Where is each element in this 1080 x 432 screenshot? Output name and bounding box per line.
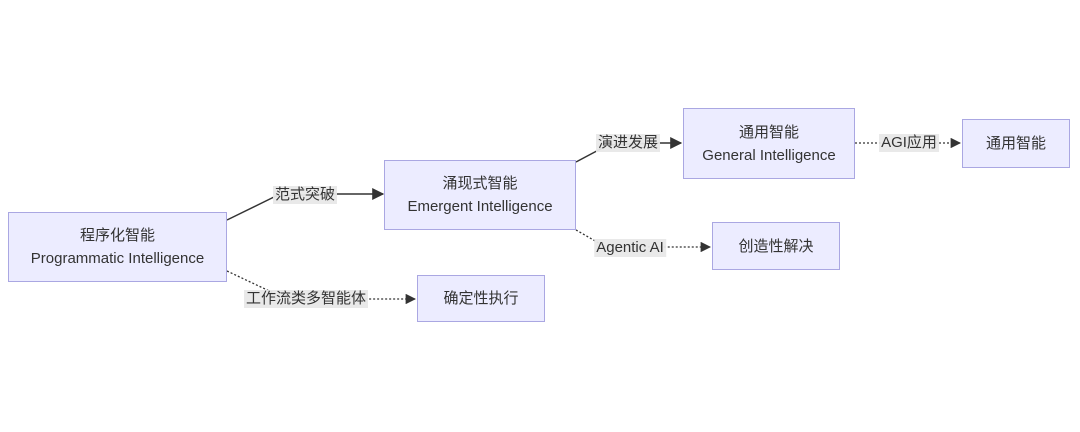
node-deterministic-execution: 确定性执行 xyxy=(417,275,545,322)
node-title: 确定性执行 xyxy=(443,290,519,307)
node-title: 通用智能 xyxy=(985,135,1046,152)
edge-label-paradigm-breakthrough: 范式突破 xyxy=(272,186,338,204)
node-programmatic-intelligence: 程序化智能 Programmatic Intelligence xyxy=(8,212,227,282)
node-general-intelligence: 通用智能 General Intelligence xyxy=(683,108,855,179)
edge-label-evolutionary-development: 演进发展 xyxy=(595,134,661,152)
node-creative-solving: 创造性解决 xyxy=(712,222,840,270)
node-title: 程序化智能 xyxy=(79,227,155,244)
node-general-intelligence-end: 通用智能 xyxy=(962,119,1070,168)
node-emergent-intelligence: 涌现式智能 Emergent Intelligence xyxy=(384,160,576,230)
edge-label-agi-application: AGI应用 xyxy=(879,134,939,152)
node-title: 涌现式智能 xyxy=(442,175,518,192)
node-subtitle: Programmatic Intelligence xyxy=(30,250,205,267)
node-subtitle: Emergent Intelligence xyxy=(407,198,553,215)
edge-label-workflow-multi-agent: 工作流类多智能体 xyxy=(243,290,369,308)
node-subtitle: General Intelligence xyxy=(702,146,836,164)
node-title: 创造性解决 xyxy=(738,237,814,255)
node-title: 通用智能 xyxy=(738,123,799,141)
edge-label-agentic-ai: Agentic AI xyxy=(594,239,666,257)
